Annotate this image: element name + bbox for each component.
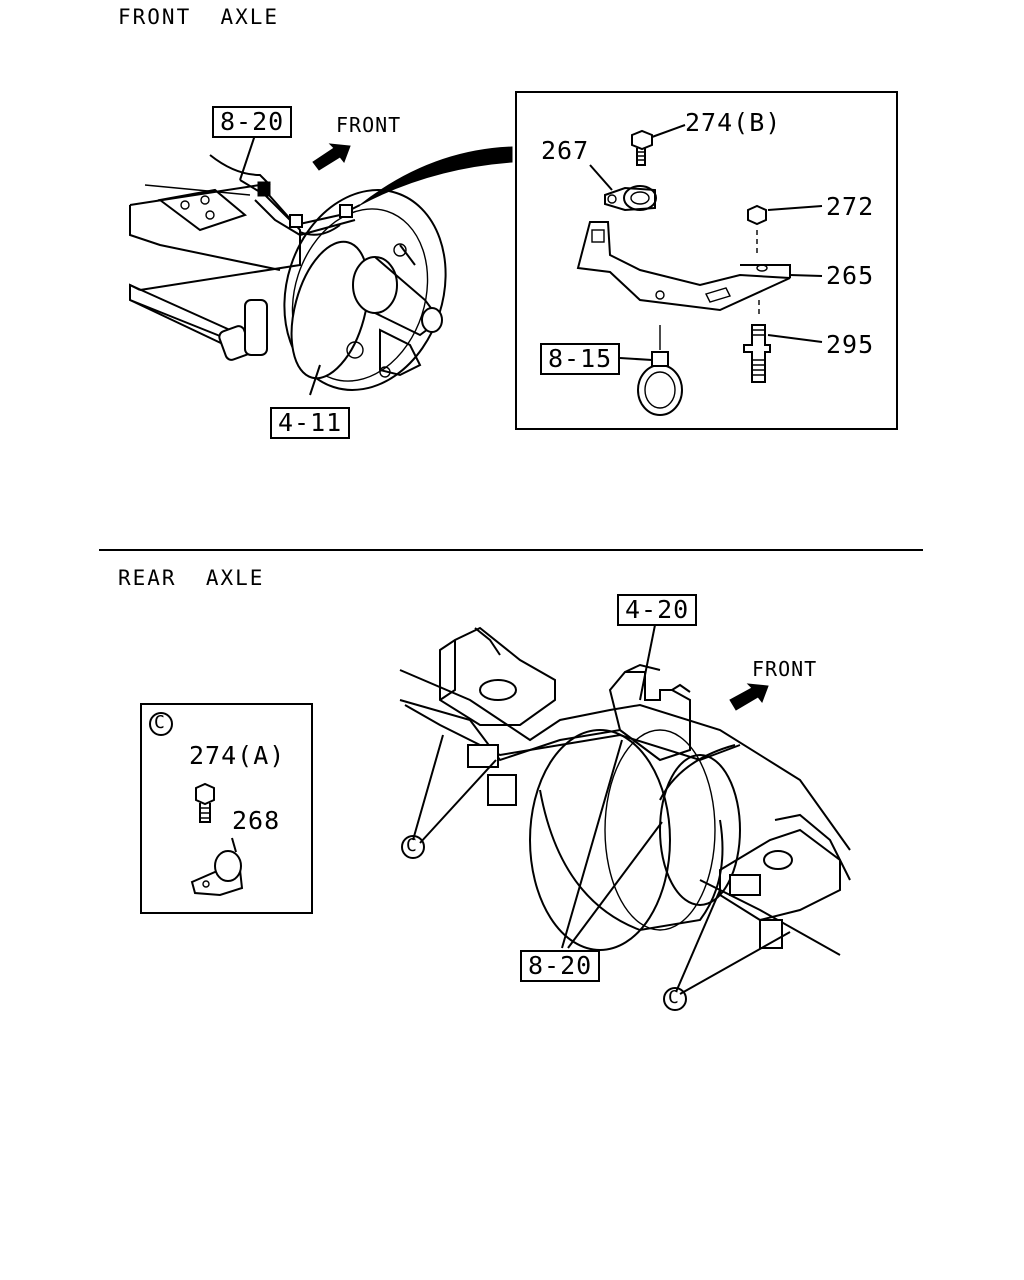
part-267: 267: [541, 136, 590, 165]
clamp-inset-parts: [149, 712, 244, 897]
detail-ref-8-15[interactable]: 8-15: [540, 343, 621, 375]
part-272: 272: [826, 192, 875, 221]
clip-marker-right: [663, 987, 687, 1011]
rear-ref-top[interactable]: 4-20: [617, 594, 698, 626]
clip-marker-left-label: C: [406, 835, 417, 856]
front-axle-title: FRONT AXLE: [118, 5, 280, 29]
front-ref-top[interactable]: 8-20: [212, 106, 293, 138]
rear-axle-title: REAR AXLE: [118, 566, 265, 590]
front-detail-box: [515, 91, 898, 430]
rear-axle-illustration: [399, 624, 851, 1011]
clamp-inset-box: [140, 703, 313, 914]
part-295: 295: [826, 330, 875, 359]
rear-ref-bottom[interactable]: 8-20: [520, 950, 601, 982]
rear-axle-front-label: FRONT: [752, 657, 818, 681]
part-274b: 274(B): [685, 108, 782, 137]
clip-marker-right-label: C: [668, 987, 679, 1008]
front-detail-parts: [576, 124, 823, 416]
inset-marker-label: C: [154, 712, 165, 733]
front-axle-illustration: [129, 134, 513, 396]
clip-marker-left: [401, 835, 425, 859]
part-268: 268: [232, 806, 281, 835]
front-axle-front-label: FRONT: [336, 113, 402, 137]
part-274a: 274(A): [189, 741, 286, 770]
part-265: 265: [826, 261, 875, 290]
front-ref-bottom[interactable]: 4-11: [270, 407, 351, 439]
